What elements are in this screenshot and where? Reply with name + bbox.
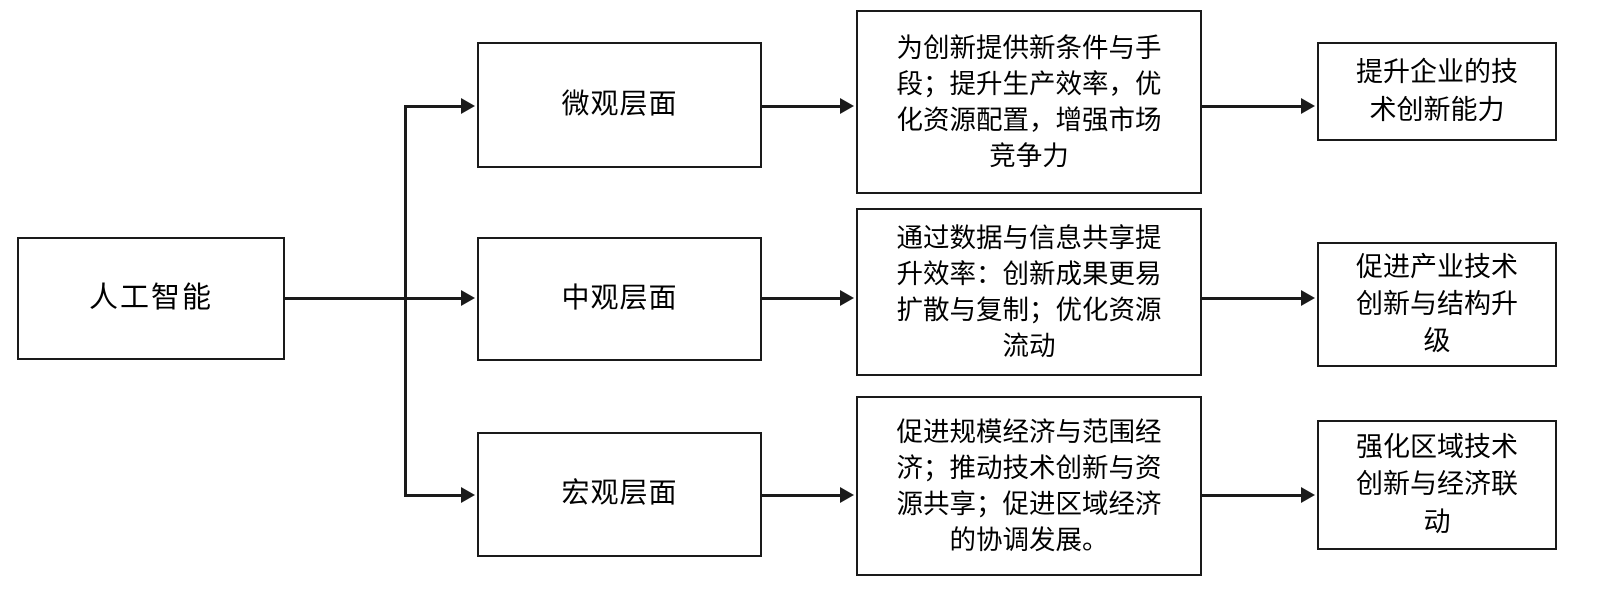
node-outcome-industry[interactable]: 促进产业技术 创新与结构升 级	[1317, 242, 1557, 367]
connector-level-1-to-detail-1	[762, 105, 840, 108]
node-level-meso[interactable]: 中观层面	[477, 237, 762, 361]
node-level-macro[interactable]: 宏观层面	[477, 432, 762, 557]
node-outcome-enterprise[interactable]: 提升企业的技 术创新能力	[1317, 42, 1557, 141]
node-level-micro[interactable]: 微观层面	[477, 42, 762, 168]
connector-detail-3-to-outcome-3	[1202, 494, 1302, 497]
arrowhead-to-level-2	[461, 290, 475, 306]
connector-level-2-to-detail-2	[762, 297, 840, 300]
arrowhead-to-level-1	[461, 98, 475, 114]
connector-branch-spine	[404, 105, 407, 497]
arrowhead-to-detail-2	[840, 290, 854, 306]
node-root-artificial-intelligence[interactable]: 人工智能	[17, 237, 285, 360]
arrowhead-to-outcome-3	[1301, 487, 1315, 503]
node-outcome-region[interactable]: 强化区域技术 创新与经济联 动	[1317, 420, 1557, 550]
connector-detail-2-to-outcome-2	[1202, 297, 1302, 300]
connector-level-3-to-detail-3	[762, 494, 840, 497]
connector-branch-to-level-3	[404, 494, 462, 497]
arrowhead-to-detail-1	[840, 98, 854, 114]
connector-root-trunk	[285, 297, 407, 300]
node-detail-macro[interactable]: 促进规模经济与范围经 济；推动技术创新与资 源共享；促进区域经济 的协调发展。	[856, 396, 1202, 576]
arrowhead-to-detail-3	[840, 487, 854, 503]
connector-branch-to-level-1	[404, 105, 462, 108]
node-detail-micro[interactable]: 为创新提供新条件与手 段；提升生产效率，优 化资源配置，增强市场 竞争力	[856, 10, 1202, 194]
node-detail-meso[interactable]: 通过数据与信息共享提 升效率：创新成果更易 扩散与复制；优化资源 流动	[856, 208, 1202, 376]
connector-detail-1-to-outcome-1	[1202, 105, 1302, 108]
arrowhead-to-outcome-1	[1301, 98, 1315, 114]
arrowhead-to-level-3	[461, 487, 475, 503]
connector-branch-to-level-2	[404, 297, 462, 300]
arrowhead-to-outcome-2	[1301, 290, 1315, 306]
